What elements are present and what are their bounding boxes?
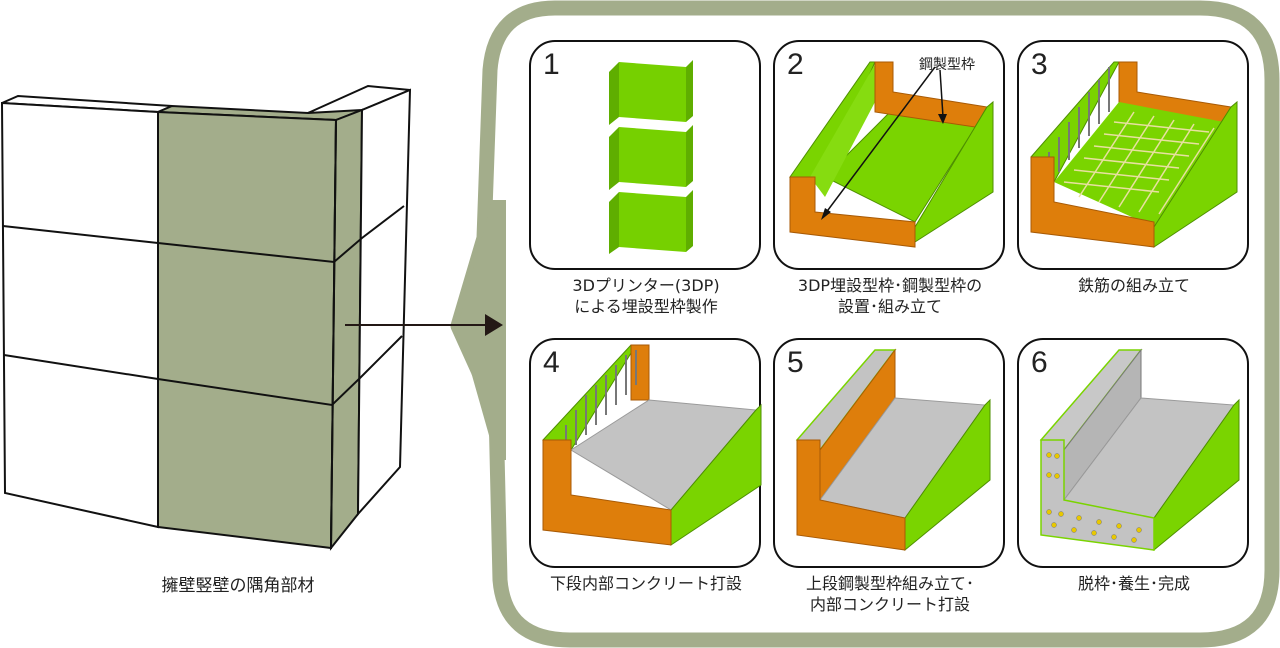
wall-front-left xyxy=(0,101,159,529)
printed-form-piece xyxy=(609,125,693,190)
step-6-caption: 脱枠･養生･完成 xyxy=(1009,573,1259,594)
step-5-caption: 上段鋼製型枠組み立て･ 内部コンクリート打設 xyxy=(765,573,1015,615)
step-card-3: 3 xyxy=(1017,40,1249,270)
step-4-illustration xyxy=(542,344,762,546)
step-number: 4 xyxy=(543,346,560,379)
wall-corner-edge xyxy=(330,119,337,549)
caption-line: 内部コンクリート打設 xyxy=(809,595,970,614)
step-number: 6 xyxy=(1031,346,1048,379)
step-card-1: 1 xyxy=(529,40,761,270)
step-3-illustration xyxy=(1030,61,1238,248)
step-card-6: 6 xyxy=(1017,338,1249,568)
step-card-2: 2 鋼製型枠 xyxy=(773,40,1005,270)
caption-line: 設置･組み立て xyxy=(837,297,942,316)
step-2-illustration xyxy=(789,61,994,248)
step-4-caption: 下段内部コンクリート打設 xyxy=(521,573,771,594)
step-number: 1 xyxy=(543,48,560,81)
step-number: 2 xyxy=(787,48,804,81)
step-2-caption: 3DP埋設型枠･鋼製型枠の 設置･組み立て xyxy=(765,275,1015,317)
wall-front-highlight xyxy=(157,110,338,550)
caption-line: 上段鋼製型枠組み立て･ xyxy=(805,574,974,593)
caption-line: 下段内部コンクリート打設 xyxy=(549,574,742,593)
wall-side-right xyxy=(356,88,412,517)
step-6-illustration xyxy=(1039,348,1240,552)
printed-form-piece xyxy=(609,60,693,125)
step-number: 3 xyxy=(1031,48,1048,81)
printed-form-piece xyxy=(609,190,693,254)
bubble-pointer xyxy=(458,200,506,460)
step-card-4: 4 xyxy=(529,338,762,568)
step-3-caption: 鉄筋の組み立て xyxy=(1009,275,1259,296)
caption-line: 鉄筋の組み立て xyxy=(1077,276,1190,295)
step-5-illustration xyxy=(795,348,991,552)
step-1-caption: 3Dプリンター(3DP) による埋設型枠製作 xyxy=(521,275,771,317)
caption-line: 3DP埋設型枠･鋼製型枠の xyxy=(797,276,983,295)
left-figure-caption: 擁壁竪壁の隅角部材 xyxy=(161,576,315,596)
caption-line: 3Dプリンター(3DP) xyxy=(572,276,720,295)
step-1-illustration xyxy=(609,60,693,254)
rebar-mesh xyxy=(1063,111,1215,215)
step-card-5: 5 xyxy=(773,338,1005,568)
step-number: 5 xyxy=(787,346,804,379)
caption-line: による埋設型枠製作 xyxy=(574,297,718,316)
embedded-anchors xyxy=(1046,452,1142,543)
caption-line: 脱枠･養生･完成 xyxy=(1077,574,1190,593)
pointer-arrow-head xyxy=(485,314,503,336)
